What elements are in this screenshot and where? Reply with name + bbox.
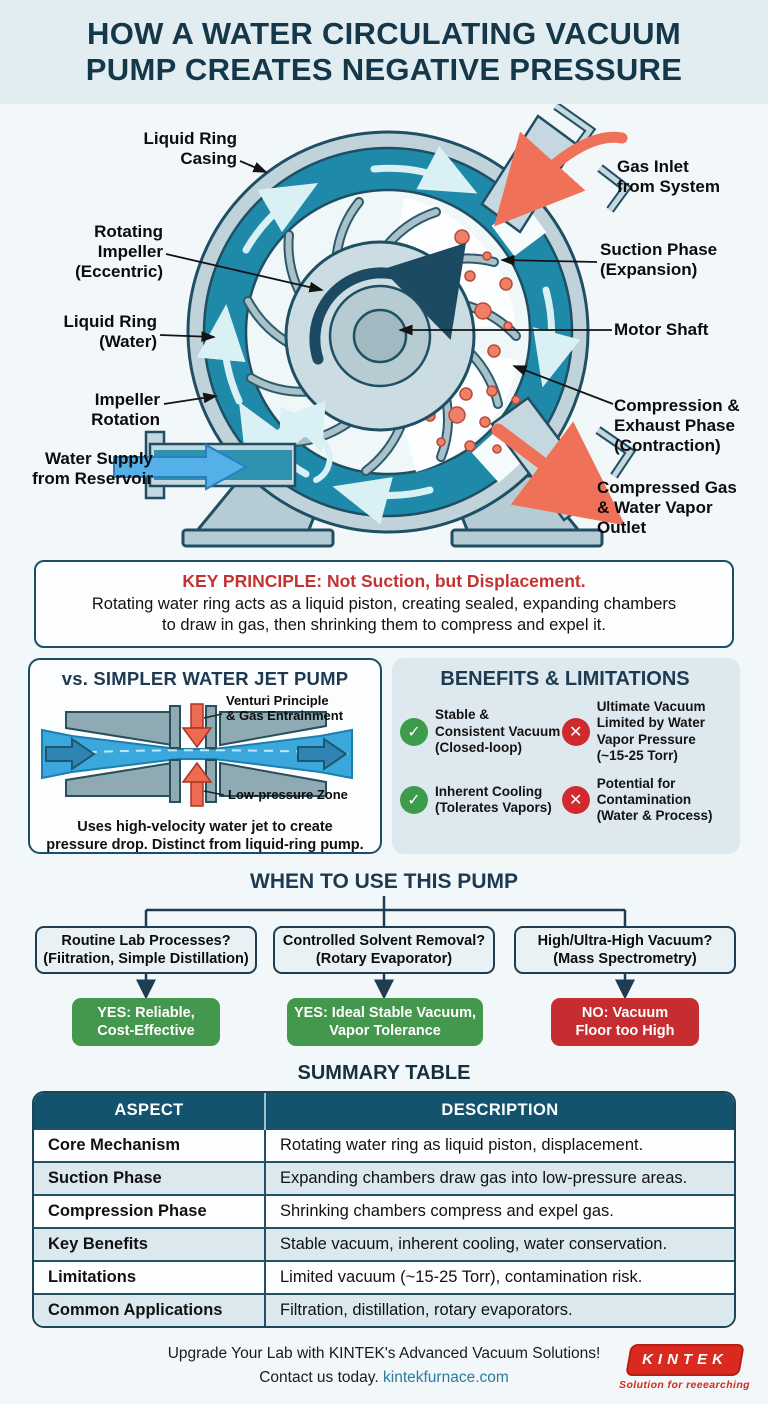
check-icon: ✓ [400, 786, 428, 815]
label-low-pressure-zone: Low-pressure Zone [228, 787, 348, 803]
limitation-item: ✕ Ultimate Vacuum Limited by Water Vapor… [561, 699, 730, 764]
benefits-grid: ✓ Stable & Consistent Vacuum (Closed-loo… [400, 699, 730, 824]
description-cell: Filtration, distillation, rotary evapora… [265, 1293, 734, 1327]
kintek-logo-text: KINTEK [641, 1351, 728, 1369]
water-jet-pump-title: vs. SIMPLER WATER JET PUMP [61, 668, 349, 690]
rotation-direction-arrow [309, 242, 466, 365]
kintek-logo-tagline: Solution for reeearching [619, 1379, 750, 1392]
venturi-diagram: Venturi Principle & Gas Entrainment Low-… [36, 692, 374, 818]
aspect-cell: Common Applications [34, 1293, 266, 1327]
aspect-cell: Suction Phase [34, 1161, 266, 1196]
when-to-use-title: WHEN TO USE THIS PUMP [250, 870, 518, 894]
kintek-logo-badge: KINTEK [624, 1344, 745, 1377]
description-cell: Limited vacuum (~15-25 Torr), contaminat… [265, 1260, 734, 1295]
footer-cta-line: Upgrade Your Lab with KINTEK's Advanced … [167, 1345, 601, 1363]
title-band: HOW A WATER CIRCULATING VACUUM PUMP CREA… [0, 0, 768, 104]
table-row: Suction Phase Expanding chambers draw ga… [34, 1161, 734, 1196]
table-row: Core Mechanism Rotating water ring as li… [34, 1128, 734, 1163]
page-title: HOW A WATER CIRCULATING VACUUM PUMP CREA… [85, 16, 683, 87]
benefit-text: Inherent Cooling (Tolerates Vapors) [435, 784, 552, 816]
aspect-cell: Limitations [34, 1260, 266, 1295]
benefit-item: ✓ Stable & Consistent Vacuum (Closed-loo… [400, 699, 562, 764]
decision-flowchart: Routine Lab Processes? (Fiitration, Simp… [0, 896, 768, 1052]
table-row: Key Benefits Stable vacuum, inherent coo… [34, 1227, 734, 1262]
aspect-cell: Core Mechanism [34, 1128, 266, 1163]
pump-cross-section-illustration [113, 104, 637, 548]
footer: Upgrade Your Lab with KINTEK's Advanced … [0, 1342, 768, 1404]
gas-inlet-port [480, 104, 633, 234]
venturi-illustration [41, 703, 353, 807]
website-link[interactable]: kintekfurnace.com [383, 1369, 509, 1387]
label-rotating-impeller: Rotating Impeller (Eccentric) [75, 222, 163, 282]
limitation-text: Ultimate Vacuum Limited by Water Vapor P… [596, 699, 706, 763]
key-principle-heading: KEY PRINCIPLE: Not Suction, but Displace… [182, 571, 586, 591]
jet-flow-arrows [45, 737, 348, 772]
table-row: Common Applications Filtration, distilla… [34, 1293, 734, 1327]
label-compressed-outlet: Compressed Gas & Water Vapor Outlet [597, 478, 737, 538]
column-header-aspect: ASPECT [34, 1093, 266, 1130]
label-impeller-rotation: Impeller Rotation [91, 390, 160, 430]
venturi-leader-lines [203, 713, 225, 796]
condition-routine-lab: Routine Lab Processes? (Fiitration, Simp… [35, 926, 257, 975]
label-gas-inlet: Gas Inlet from System [617, 157, 720, 197]
label-compression-phase: Compression & Exhaust Phase (Contraction… [614, 396, 740, 456]
nozzle-bodies [65, 705, 327, 804]
table-row: Limitations Limited vacuum (~15-25 Torr)… [34, 1260, 734, 1295]
kintek-logo: KINTEK Solution for reeearching [619, 1344, 750, 1391]
limitation-item: ✕ Potential for Contamination (Water & P… [561, 776, 730, 825]
benefits-limitations-box: BENEFITS & LIMITATIONS ✓ Stable & Consis… [392, 658, 740, 855]
water-jet-pump-box: vs. SIMPLER WATER JET PUMP [28, 658, 382, 855]
aspect-cell: Compression Phase [34, 1194, 266, 1229]
description-cell: Rotating water ring as liquid piston, di… [265, 1128, 734, 1163]
exhaust-outlet-arrow [491, 421, 626, 526]
check-icon: ✓ [400, 717, 428, 746]
summary-table-title: SUMMARY TABLE [297, 1062, 471, 1085]
label-water-supply: Water Supply from Reservoir [32, 449, 153, 489]
limitation-text: Potential for Contamination (Water & Pro… [596, 776, 713, 824]
label-motor-shaft: Motor Shaft [614, 320, 709, 339]
flowchart-connectors [136, 896, 635, 1000]
cross-icon: ✕ [561, 786, 590, 815]
description-cell: Shrinking chambers compress and expel ga… [265, 1194, 734, 1229]
label-venturi-principle: Venturi Principle & Gas Entrainment [226, 693, 344, 724]
gas-inlet-arrow [493, 131, 628, 227]
label-liquid-ring-casing: Liquid Ring Casing [143, 129, 237, 169]
key-principle-box: KEY PRINCIPLE: Not Suction, but Displace… [34, 560, 734, 649]
when-to-use-section: WHEN TO USE THIS PUMP Routine Lab Proces… [0, 870, 768, 1052]
label-liquid-ring-water: Liquid Ring (Water) [63, 312, 157, 352]
key-principle-body: Rotating water ring acts as a liquid pis… [91, 595, 677, 634]
summary-table: ASPECT DESCRIPTION Core Mechanism Rotati… [32, 1091, 736, 1329]
condition-high-vacuum: High/Ultra-High Vacuum? (Mass Spectromet… [514, 926, 736, 975]
table-row: Compression Phase Shrinking chambers com… [34, 1194, 734, 1229]
water-supply-arrow [113, 443, 249, 491]
label-suction-phase: Suction Phase (Expansion) [600, 240, 718, 280]
column-header-description: DESCRIPTION [265, 1093, 734, 1130]
description-cell: Expanding chambers draw gas into low-pre… [265, 1161, 734, 1196]
summary-section: SUMMARY TABLE ASPECT DESCRIPTION Core Me… [0, 1062, 768, 1329]
condition-solvent-removal: Controlled Solvent Removal? (Rotary Evap… [273, 926, 495, 975]
benefits-title: BENEFITS & LIMITATIONS [440, 668, 690, 691]
result-yes-stable-vacuum: YES: Ideal Stable Vacuum, Vapor Toleranc… [287, 998, 483, 1047]
comparison-row: vs. SIMPLER WATER JET PUMP [28, 658, 740, 855]
motor-shaft-hub [284, 240, 476, 432]
label-leader-lines [159, 160, 614, 405]
benefit-text: Stable & Consistent Vacuum (Closed-loop) [435, 707, 561, 755]
description-cell: Stable vacuum, inherent cooling, water c… [265, 1227, 734, 1262]
entrainment-arrows [181, 703, 213, 807]
cross-icon: ✕ [561, 717, 590, 746]
contact-prefix: Contact us today. [259, 1369, 379, 1387]
water-supply-pipe [113, 430, 297, 500]
pump-diagram-section: Liquid Ring Casing Rotating Impeller (Ec… [0, 104, 768, 554]
exhaust-outlet-port [490, 396, 637, 526]
aspect-cell: Key Benefits [34, 1227, 266, 1262]
result-yes-reliable: YES: Reliable, Cost-Effective [72, 998, 220, 1047]
water-jet-caption: Uses high-velocity water jet to create p… [46, 819, 364, 854]
benefit-item: ✓ Inherent Cooling (Tolerates Vapors) [400, 776, 562, 825]
table-header-row: ASPECT DESCRIPTION [34, 1093, 734, 1130]
result-no-vacuum-floor: NO: Vacuum Floor too High [551, 998, 699, 1047]
